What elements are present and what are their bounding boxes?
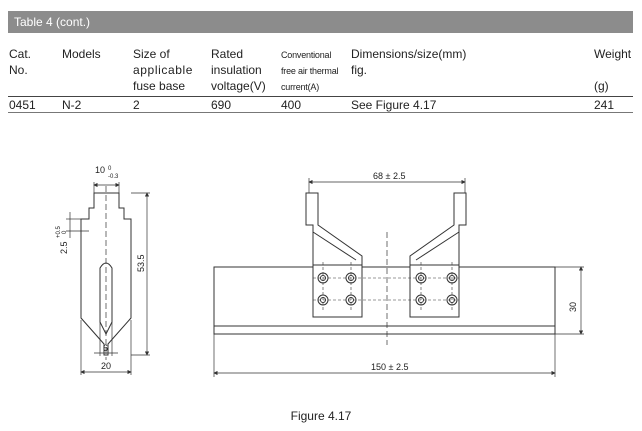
row-rule xyxy=(8,112,633,113)
base-body xyxy=(213,266,556,335)
dim-top-width-tol-lower: -0.3 xyxy=(108,174,119,180)
row-size: 2 xyxy=(133,98,140,112)
table-title: Table 4 (cont.) xyxy=(14,15,91,29)
header-rated-line1: Rated xyxy=(211,47,244,61)
dim-base-width-label: 20 xyxy=(101,361,111,371)
header-rated-line2: insulation xyxy=(211,63,262,77)
dim-span-label: 68 ± 2.5 xyxy=(373,171,405,181)
row-current: 400 xyxy=(281,98,302,112)
header-weight-line2: (g) xyxy=(594,79,609,93)
blade-side-view xyxy=(80,186,132,360)
right-contact xyxy=(409,192,467,318)
header-conv-line1: Conventional xyxy=(281,50,332,60)
dim-slot-tol: +0.5 xyxy=(56,225,62,238)
header-rule xyxy=(8,96,633,97)
left-contact xyxy=(305,192,363,318)
header-size: Size of applicable fuse base xyxy=(133,46,193,94)
base-front-view xyxy=(213,232,556,345)
figure-caption: Figure 4.17 xyxy=(290,409,352,423)
header-dims-line2: fig. xyxy=(351,63,368,77)
header-conv-line2: free air thermal xyxy=(281,66,339,76)
dim-length-label: 150 ± 2.5 xyxy=(371,362,408,372)
header-dimensions: Dimensions/size(mm) fig. xyxy=(351,46,466,78)
header-rated-line3: voltage(V) xyxy=(211,79,266,93)
header-size-line1: Size of xyxy=(133,47,170,61)
header-cat-line1: Cat. xyxy=(9,47,32,61)
header-cat-line2: No. xyxy=(9,63,28,77)
dim-height-label: 53.5 xyxy=(136,254,146,272)
row-weight: 241 xyxy=(594,98,615,112)
header-conv-line3: current(A) xyxy=(281,82,320,92)
header-weight-line1: Weight xyxy=(594,47,632,61)
header-size-line3: fuse base xyxy=(133,79,186,93)
dim-top-width-tol-upper: 0 xyxy=(108,166,112,172)
row-cat: 0451 xyxy=(9,98,36,112)
header-conventional: Conventional free air thermal current(A) xyxy=(281,47,339,95)
blade-slot xyxy=(99,262,113,336)
dim-top-width-label: 10 xyxy=(95,165,105,175)
row-voltage: 690 xyxy=(211,98,232,112)
dim-body-height-label: 30 xyxy=(568,302,578,312)
header-rated: Rated insulation voltage(V) xyxy=(211,46,266,94)
header-size-line2: applicable xyxy=(133,63,194,77)
header-models-label: Models xyxy=(62,47,101,61)
dim-slot-tol-lower: 0 xyxy=(62,230,68,234)
dim-slot-width-label: 6 xyxy=(103,343,108,353)
header-dims-line1: Dimensions/size(mm) xyxy=(351,47,467,61)
header-weight: Weight (g) xyxy=(594,46,631,94)
table-title-bar: Table 4 (cont.) xyxy=(8,11,633,33)
dim-slot-label: 2.5 xyxy=(59,241,69,254)
row-dims: See Figure 4.17 xyxy=(351,98,437,112)
row-model: N-2 xyxy=(62,98,82,112)
header-cat: Cat. No. xyxy=(9,46,31,78)
header-models: Models xyxy=(62,46,101,62)
